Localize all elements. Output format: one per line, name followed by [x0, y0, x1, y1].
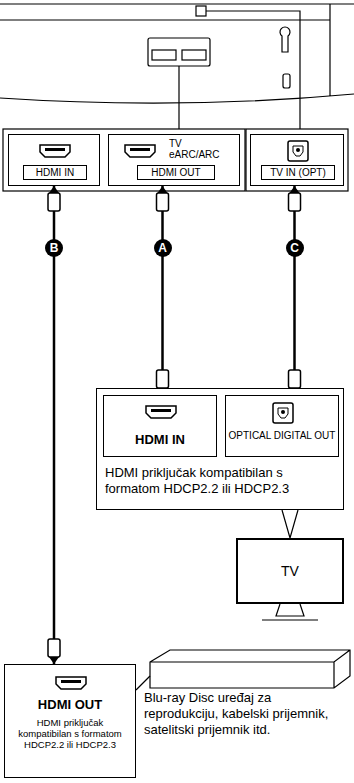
- connector-box: Blu-ray Disc uređaj za reprodukciju, kab…: [140, 690, 352, 778]
- callout-line: [179, 11, 300, 129]
- tv-stand: [262, 604, 318, 620]
- port-label: Blu-ray Disc uređaj za reprodukciju, kab…: [144, 690, 348, 738]
- mount-keyhole: [280, 27, 290, 52]
- port-hdmi-out: [182, 50, 206, 60]
- cable-plug: [157, 370, 169, 388]
- callout-group: [3, 129, 245, 191]
- connector-box: HDMI IN: [8, 134, 100, 186]
- connector-box: TV: [236, 538, 344, 604]
- port-icon: [38, 143, 72, 163]
- port-label: HDMI IN: [104, 432, 216, 448]
- cable-plug: [157, 193, 169, 211]
- mount-slot: [283, 74, 290, 88]
- port-label: HDMI OUT: [137, 165, 215, 180]
- cable-plug: [48, 193, 60, 211]
- port-label: HDMI IN: [23, 165, 87, 180]
- callout-letter: B: [45, 239, 63, 257]
- connector-box: TV IN (OPT): [250, 134, 344, 186]
- port-label: TV IN (OPT): [261, 165, 335, 180]
- port-label: TV: [281, 563, 299, 579]
- port-label: HDMI priključak kompatibilan s formatom …: [9, 717, 131, 750]
- cable-plug: [48, 639, 60, 657]
- port-icon: [144, 404, 178, 424]
- pointer: [282, 510, 298, 538]
- port-label: OPTICAL DIGITAL OUT: [228, 430, 336, 442]
- port-label: HDMI priključak kompatibilan s formatom …: [105, 465, 337, 497]
- port-hdmi-in: [152, 50, 176, 60]
- callout-letter: C: [286, 239, 304, 257]
- port-icon: [123, 143, 157, 163]
- cable: [48, 186, 60, 664]
- port-panel: [148, 38, 210, 66]
- connector-box: OPTICAL DIGITAL OUT: [225, 395, 339, 457]
- port-icon: [272, 402, 294, 428]
- cable-line: [293, 186, 296, 395]
- arrow-head: [290, 186, 300, 193]
- soundbar-body: [0, 4, 354, 103]
- port-icon: [54, 675, 88, 695]
- pointer: [136, 676, 150, 690]
- callout-letter: A: [154, 239, 172, 257]
- callout-group: [246, 129, 348, 191]
- arrow-head: [49, 657, 59, 664]
- connector-box: HDMI priključak kompatibilan s formatom …: [96, 388, 344, 510]
- connector-box: HDMI OUT HDMI priključak kompatibilan s f…: [4, 664, 136, 778]
- cable: [289, 186, 301, 395]
- port-optical: [196, 6, 206, 16]
- arrow-head: [49, 186, 59, 193]
- player-device: [150, 650, 350, 688]
- arrow-head: [158, 186, 168, 193]
- cable-plug: [289, 193, 301, 211]
- cable: [157, 186, 169, 395]
- cable-line: [53, 186, 56, 664]
- port-label: HDMI OUT: [5, 697, 135, 713]
- port-label: TV eARC/ARC: [169, 138, 235, 160]
- connector-box: TV eARC/ARC HDMI OUT: [108, 134, 240, 186]
- connector-box: HDMI IN: [103, 395, 217, 457]
- cable-line: [161, 186, 164, 395]
- port-icon: [287, 140, 309, 166]
- cable-plug: [289, 370, 301, 388]
